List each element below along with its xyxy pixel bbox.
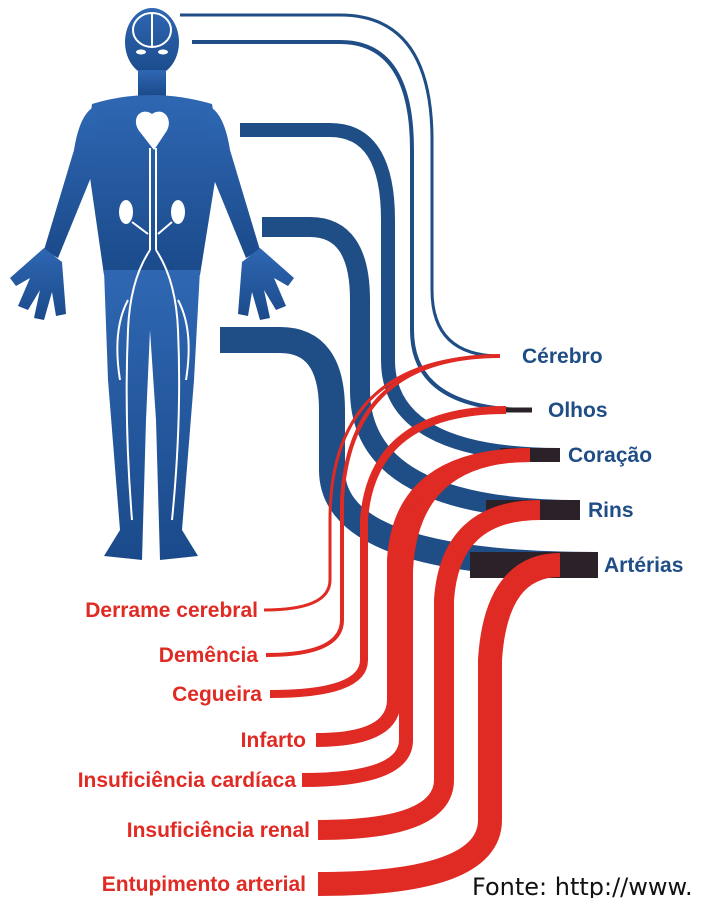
disease-label: Entupimento arterial [102, 873, 306, 896]
disease-label: Insuficiência renal [127, 819, 310, 842]
disease-labels: Derrame cerebral Demência Cegueira Infar… [78, 599, 310, 896]
connector-ends [470, 410, 598, 565]
organ-label: Cérebro [522, 345, 603, 368]
organ-label: Artérias [604, 554, 683, 577]
organ-label: Rins [588, 499, 634, 522]
disease-label: Insuficiência cardíaca [78, 769, 297, 792]
disease-connectors [264, 356, 560, 884]
disease-label: Infarto [241, 729, 306, 752]
source-caption: Fonte: http://www. [472, 873, 693, 898]
connector-heart [240, 130, 560, 455]
disease-label: Derrame cerebral [85, 599, 258, 622]
organ-label: Coração [568, 444, 652, 467]
disease-label: Cegueira [172, 683, 262, 706]
organ-label: Olhos [548, 399, 608, 422]
human-figure-icon [10, 8, 294, 560]
disease-label: Demência [159, 644, 259, 667]
